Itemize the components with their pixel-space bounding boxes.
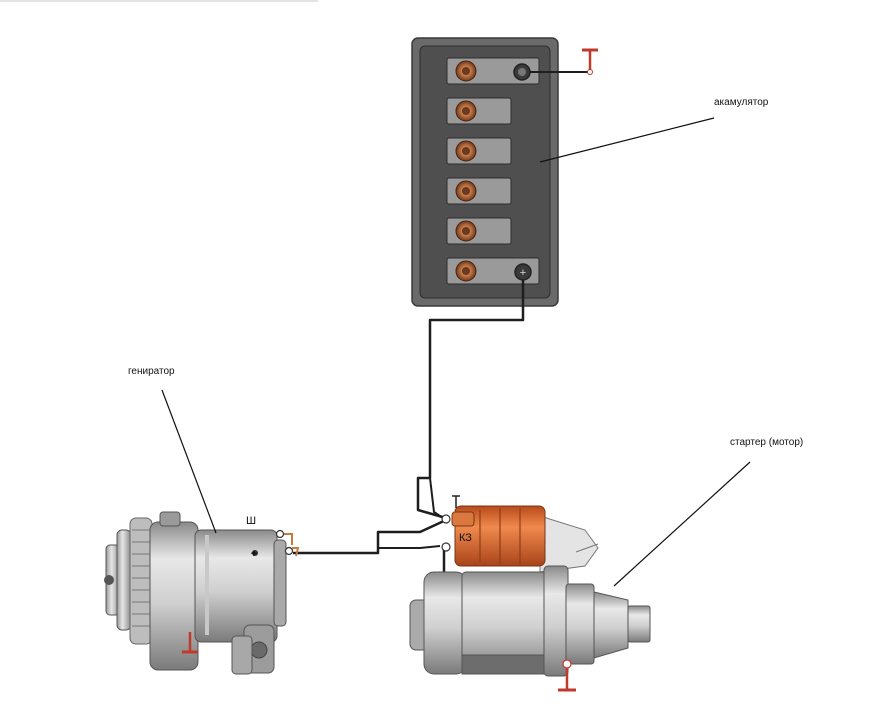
battery-cell [446,177,512,205]
starter: КЗ [409,495,651,677]
top-edge-line [0,0,318,2]
relay-kz-label: КЗ [459,532,472,544]
generator-sh-label: Ш [246,515,256,527]
battery: + [411,37,559,307]
battery-cell [446,217,512,245]
generator-leader-line [161,389,217,534]
starter-label: стартер (мотор) [730,437,804,448]
battery-plus-sign: + [520,267,526,279]
battery-cell [446,97,512,125]
battery-cell [446,257,540,285]
generator-sh-terminal [275,529,300,557]
battery-cells [446,57,540,285]
generator: + [104,511,300,675]
generator-label: гениратор [128,366,175,377]
battery-cell [446,137,512,165]
generator-plus-sign: + [251,548,257,560]
starter-ground-symbol-icon [558,668,576,692]
battery-ground-symbol-icon [530,48,598,75]
battery-label: акамулятор [714,97,769,108]
starter-leader-line [613,461,751,587]
generator-ground-symbol-icon [182,632,198,654]
generator-plus-terminal [252,550,258,556]
battery-leader-line [539,117,715,163]
